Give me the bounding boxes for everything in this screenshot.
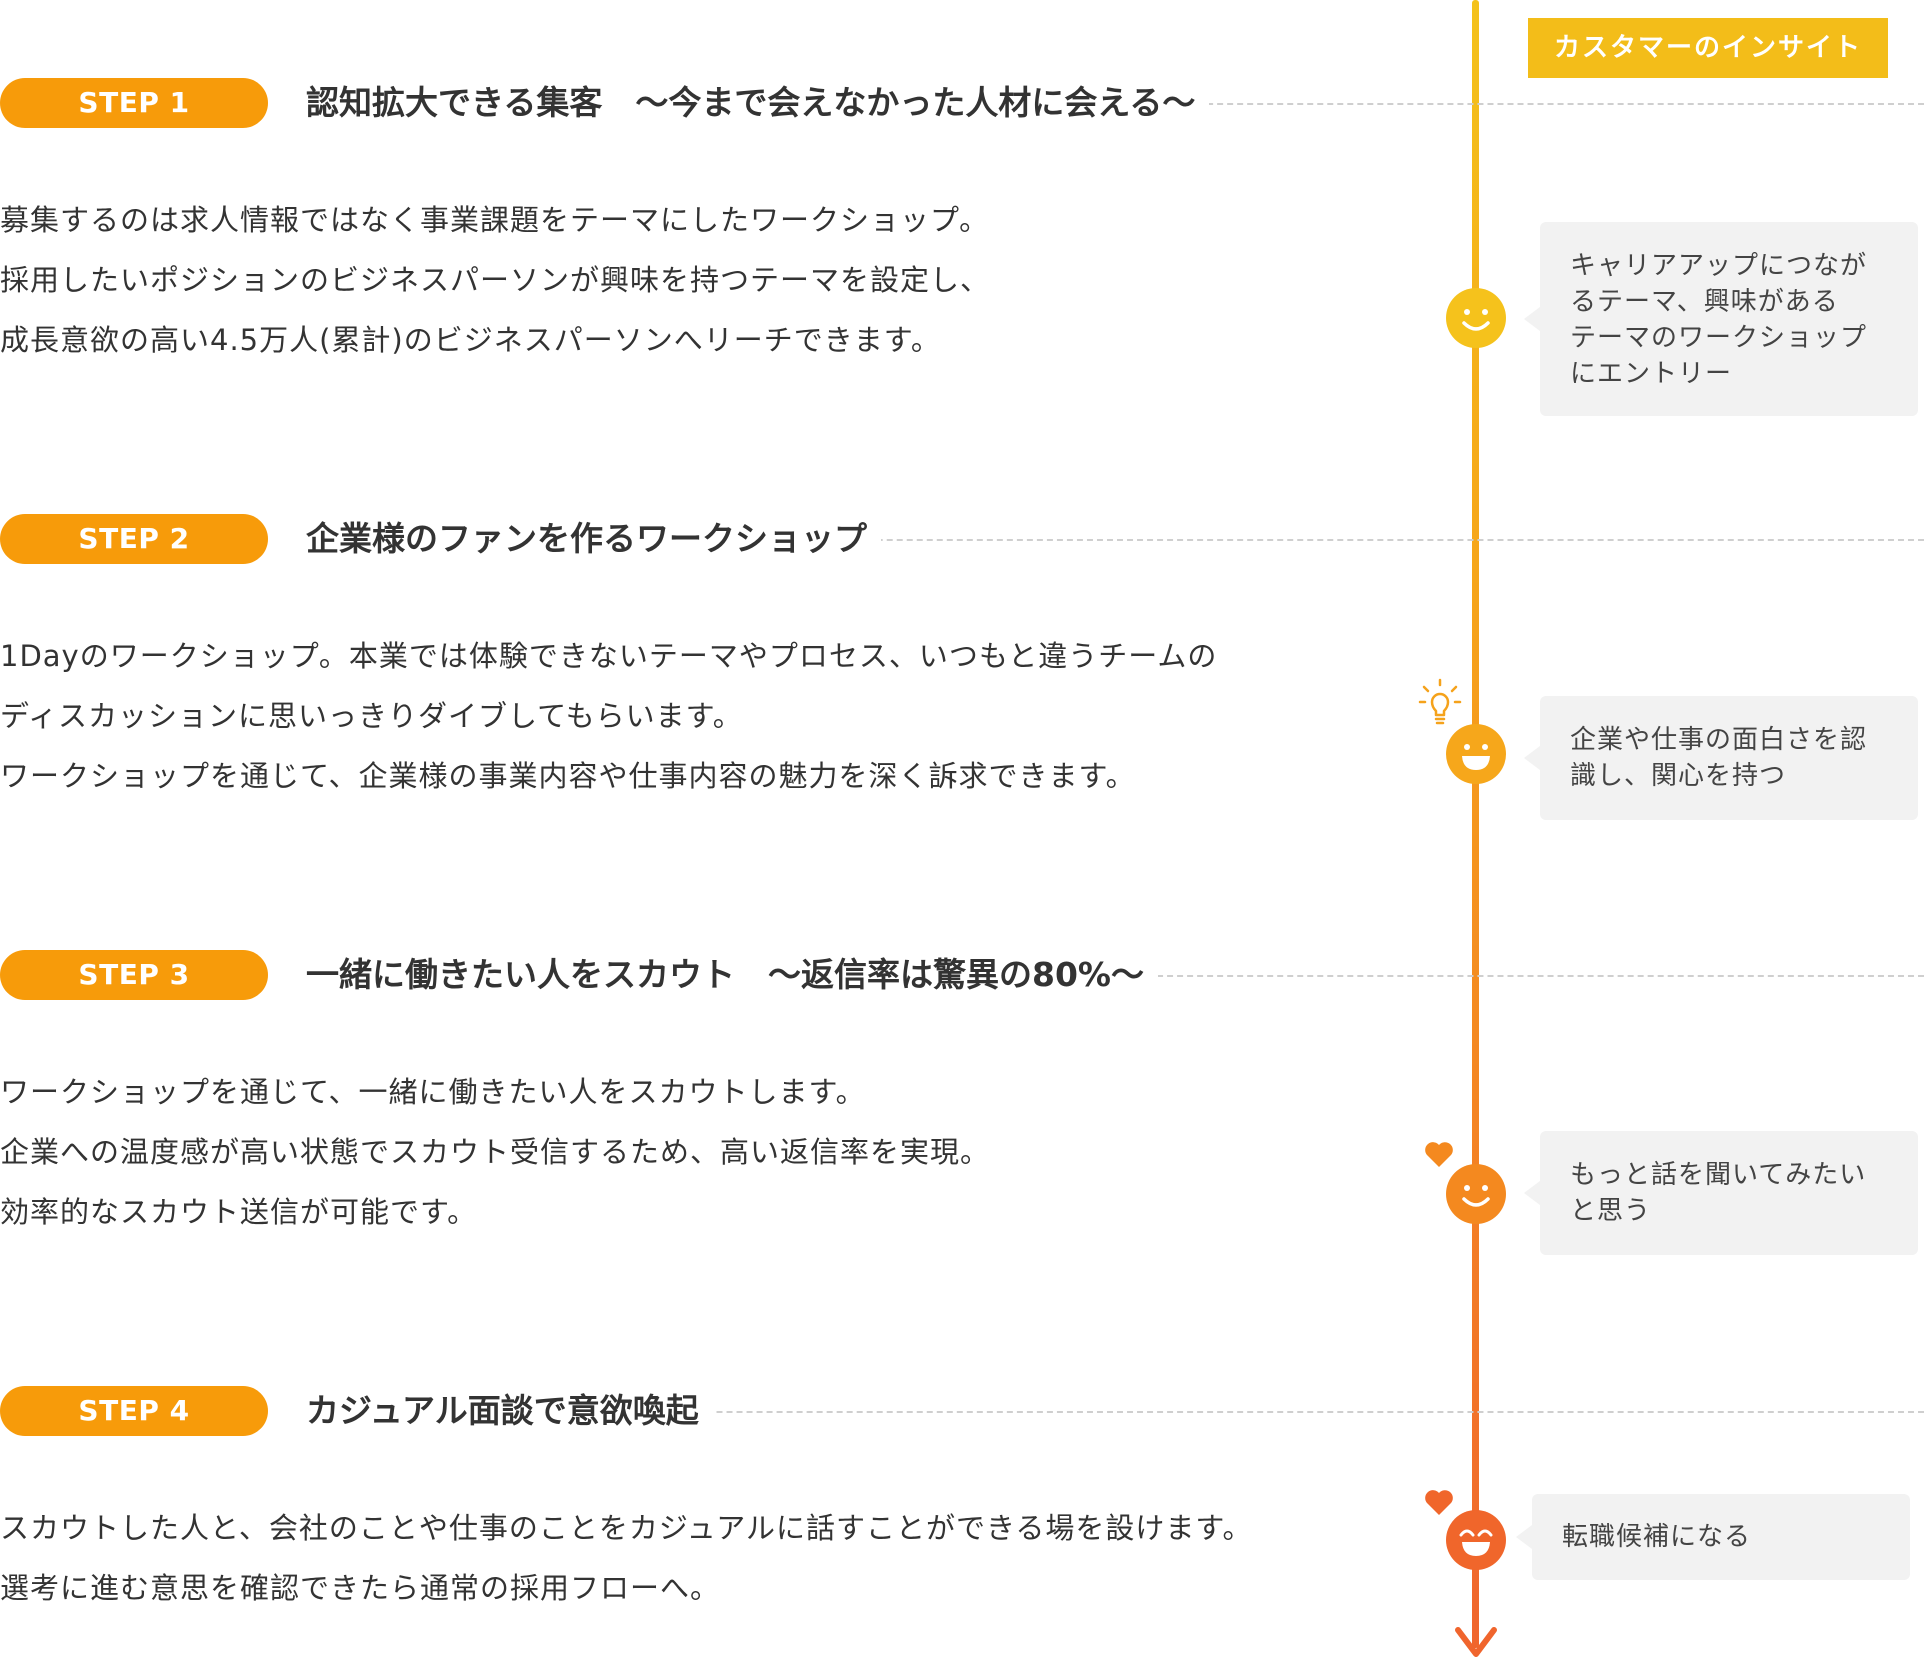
step-description: ワークショップを通じて、一緒に働きたい人をスカウトします。 企業への温度感が高い…: [0, 1062, 1380, 1242]
insight-text-line: 企業や仕事の面白さを認: [1570, 725, 1868, 755]
step-description-line: 成長意欲の高い4.5万人(累計)のビジネスパーソンへリーチできます。: [0, 323, 941, 357]
step-divider: [306, 539, 1924, 541]
step-title: 企業様のファンを作るワークショップ: [306, 514, 881, 564]
step-header: STEP 1 認知拡大できる集客 ～今まで会えなかった人材に会える～: [0, 78, 1924, 128]
insight-bubble: 企業や仕事の面白さを認 識し、関心を持つ: [1524, 696, 1918, 820]
step-label: STEP 1: [0, 78, 268, 128]
insight-text-line: にエントリー: [1570, 359, 1733, 389]
step-label: STEP 2: [0, 514, 268, 564]
step-title: 一緒に働きたい人をスカウト ～返信率は驚異の80%～: [306, 950, 1158, 1000]
insight-text-line: と思う: [1570, 1196, 1652, 1226]
insight-bubble: キャリアアップにつなが るテーマ、興味がある テーマのワークショップ にエントリ…: [1524, 222, 1918, 416]
grin-face-icon: [1446, 724, 1506, 784]
step-description: 1Dayのワークショップ。本業では体験できないテーマやプロセス、いつもと違うチー…: [0, 626, 1380, 806]
insight-text-line: 識し、関心を持つ: [1570, 761, 1787, 791]
step-divider: [306, 1411, 1924, 1413]
step-description-line: 選考に進む意思を確認できたら通常の採用フローへ。: [0, 1571, 721, 1605]
insight-header: カスタマーのインサイト: [1528, 18, 1888, 78]
step-header: STEP 2 企業様のファンを作るワークショップ: [0, 514, 1924, 564]
step-description-line: 採用したいポジションのビジネスパーソンが興味を持つテーマを設定し、: [0, 263, 991, 297]
lightbulb-icon: [1418, 678, 1462, 725]
step-description-line: スカウトした人と、会社のことや仕事のことをカジュアルに話すことができる場を設けま…: [0, 1511, 1253, 1545]
insight-bubble: 転職候補になる: [1516, 1494, 1910, 1580]
step-label: STEP 3: [0, 950, 268, 1000]
step-description-line: ワークショップを通じて、一緒に働きたい人をスカウトします。: [0, 1075, 866, 1109]
insight-text-line: もっと話を聞いてみたい: [1570, 1160, 1867, 1190]
step-header: STEP 4 カジュアル面談で意欲喚起: [0, 1386, 1924, 1436]
step-header: STEP 3 一緒に働きたい人をスカウト ～返信率は驚異の80%～: [0, 950, 1924, 1000]
timeline-line: [1472, 0, 1479, 1648]
step-description-line: 1Dayのワークショップ。本業では体験できないテーマやプロセス、いつもと違うチー…: [0, 639, 1218, 673]
step-description-line: ディスカッションに思いっきりダイブしてもらいます。: [0, 699, 743, 733]
step-title: 認知拡大できる集客 ～今まで会えなかった人材に会える～: [306, 78, 1210, 128]
step-description: スカウトした人と、会社のことや仕事のことをカジュアルに話すことができる場を設けま…: [0, 1498, 1380, 1618]
heart-icon: [1425, 1490, 1453, 1515]
insight-text-line: るテーマ、興味がある: [1570, 287, 1839, 317]
step-description: 募集するのは求人情報ではなく事業課題をテーマにしたワークショップ。 採用したいポ…: [0, 190, 1380, 370]
laughing-face-icon: [1446, 1510, 1506, 1570]
smile-face-icon: [1446, 288, 1506, 348]
step-title: カジュアル面談で意欲喚起: [306, 1386, 713, 1436]
insight-text-line: テーマのワークショップ: [1570, 323, 1868, 353]
step-label: STEP 4: [0, 1386, 268, 1436]
insight-bubble: もっと話を聞いてみたい と思う: [1524, 1131, 1918, 1255]
step-description-line: 募集するのは求人情報ではなく事業課題をテーマにしたワークショップ。: [0, 203, 990, 237]
insight-text-line: 転職候補になる: [1562, 1522, 1752, 1552]
insight-text-line: キャリアアップにつなが: [1570, 251, 1868, 281]
step-description-line: 効率的なスカウト送信が可能です。: [0, 1195, 478, 1229]
step-description-line: ワークショップを通じて、企業様の事業内容や仕事内容の魅力を深く訴求できます。: [0, 759, 1136, 793]
step-description-line: 企業への温度感が高い状態でスカウト受信するため、高い返信率を実現。: [0, 1135, 991, 1169]
smile-face-icon: [1446, 1164, 1506, 1224]
heart-icon: [1425, 1142, 1453, 1167]
timeline-arrow-icon: [1455, 1627, 1497, 1657]
